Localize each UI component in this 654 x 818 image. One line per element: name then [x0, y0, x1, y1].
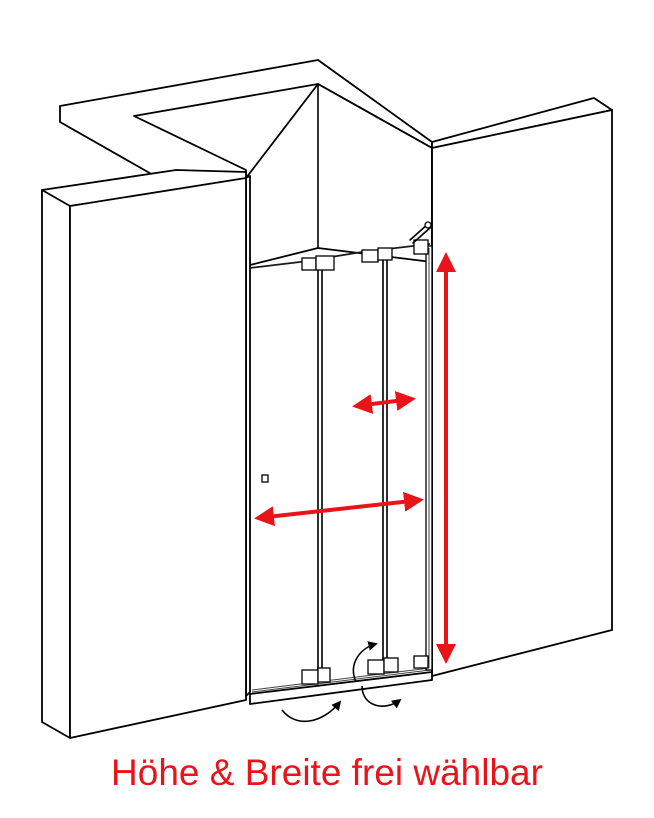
caption: Höhe & Breite frei wählbar [111, 752, 543, 793]
width-arrow [254, 491, 424, 527]
left-wall-face [69, 177, 247, 739]
swing-arrows [281, 641, 402, 723]
top-hinges [301, 221, 432, 271]
swing-arrow-left [281, 700, 342, 723]
back-wall-top [59, 59, 433, 189]
swing-arrow-mid [352, 641, 378, 683]
dimension-arrows [254, 252, 456, 664]
shower-door [249, 221, 433, 705]
wall-niche [41, 59, 613, 739]
left-wall-front [41, 189, 71, 739]
panel-width-arrow [352, 391, 416, 414]
door-knob [261, 474, 269, 483]
floor-threshold [249, 671, 433, 705]
swing-arrow-right [361, 685, 402, 709]
right-wall-front [431, 109, 613, 677]
bottom-hinges [301, 655, 429, 685]
back-wall-face [245, 83, 433, 266]
